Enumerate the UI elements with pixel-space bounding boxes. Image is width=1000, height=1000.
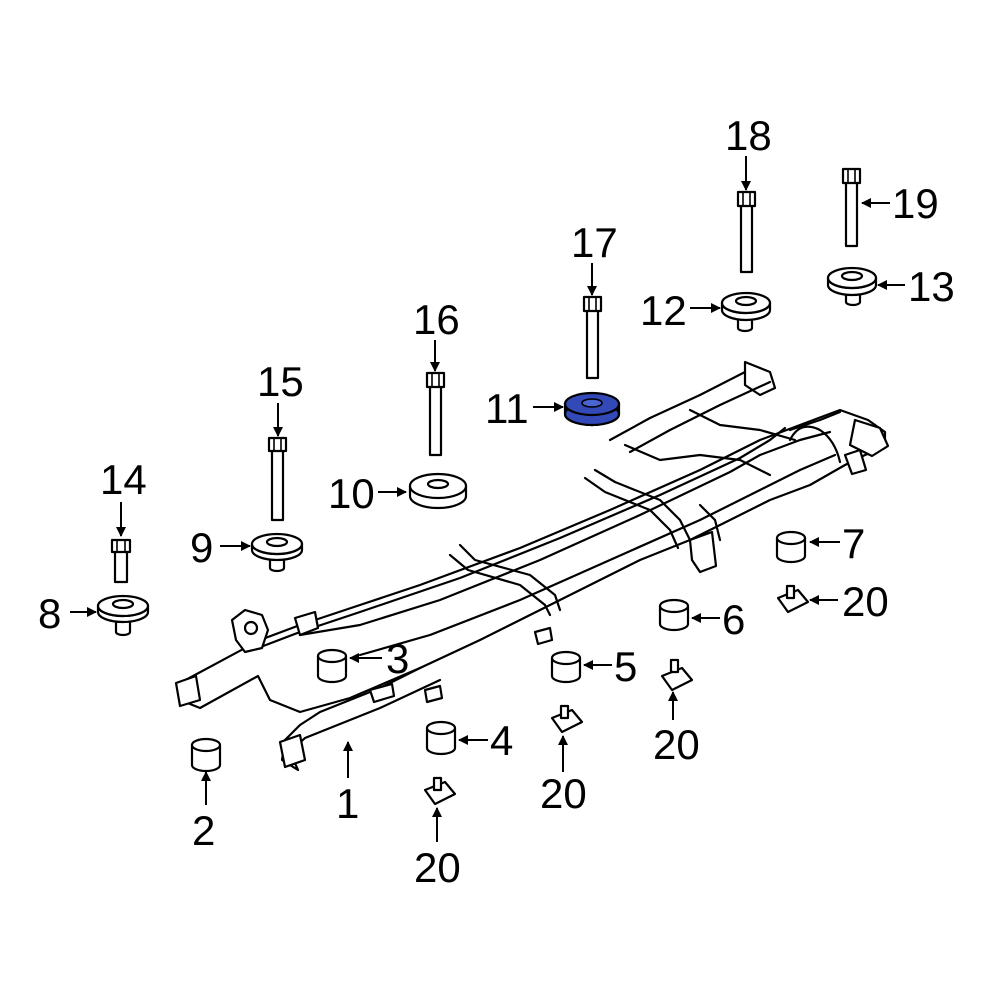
clip-nut-20-b (550, 704, 584, 734)
callout-19: 19 (892, 180, 939, 227)
spacer-2 (190, 737, 222, 773)
bolt-14 (110, 538, 132, 584)
callout-12: 12 (640, 287, 687, 334)
spacer-6 (658, 598, 690, 632)
callout-17: 17 (571, 219, 618, 266)
callout-10: 10 (328, 470, 375, 517)
callout-20-a: 20 (414, 844, 461, 891)
callout-4: 4 (490, 717, 513, 764)
mount-cushion-9 (250, 532, 304, 573)
callout-11: 11 (485, 385, 529, 432)
clip-nut-20-d (776, 584, 810, 614)
bolt-19 (841, 167, 862, 248)
callout-1: 1 (336, 780, 359, 827)
leader-arrows (70, 156, 905, 842)
spacer-4 (425, 720, 457, 756)
callout-7: 7 (842, 520, 865, 567)
bolt-18 (736, 190, 757, 274)
bolt-15 (267, 436, 288, 522)
spacer-5 (550, 650, 582, 684)
spacer-3 (316, 648, 348, 684)
callout-6: 6 (722, 596, 745, 643)
mount-cushion-12 (720, 291, 772, 333)
bolt-17 (582, 295, 603, 380)
mount-cushion-8 (96, 594, 150, 637)
callout-14: 14 (100, 456, 147, 503)
callout-labels: 1 2 3 4 5 6 7 8 9 10 11 12 13 14 15 16 1… (38, 112, 955, 891)
callout-13: 13 (908, 263, 955, 310)
callout-8: 8 (38, 590, 61, 637)
mount-cushion-10 (408, 472, 468, 510)
clip-nut-20-a (423, 776, 457, 806)
callout-15: 15 (257, 358, 304, 405)
callout-16: 16 (413, 296, 460, 343)
mount-cushion-11-highlighted (563, 391, 621, 427)
clip-nut-20-c (660, 658, 694, 692)
callout-9: 9 (190, 524, 213, 571)
frame-assembly (174, 360, 890, 772)
callout-3: 3 (386, 635, 409, 682)
bolt-16 (425, 371, 446, 457)
callout-18: 18 (725, 112, 772, 159)
callout-20-c: 20 (653, 721, 700, 768)
callout-20-b: 20 (540, 770, 587, 817)
spacer-7 (775, 530, 807, 564)
callout-20-d: 20 (842, 578, 889, 625)
mount-cushion-13 (826, 266, 878, 307)
callout-5: 5 (614, 643, 637, 690)
callout-2: 2 (192, 807, 215, 854)
